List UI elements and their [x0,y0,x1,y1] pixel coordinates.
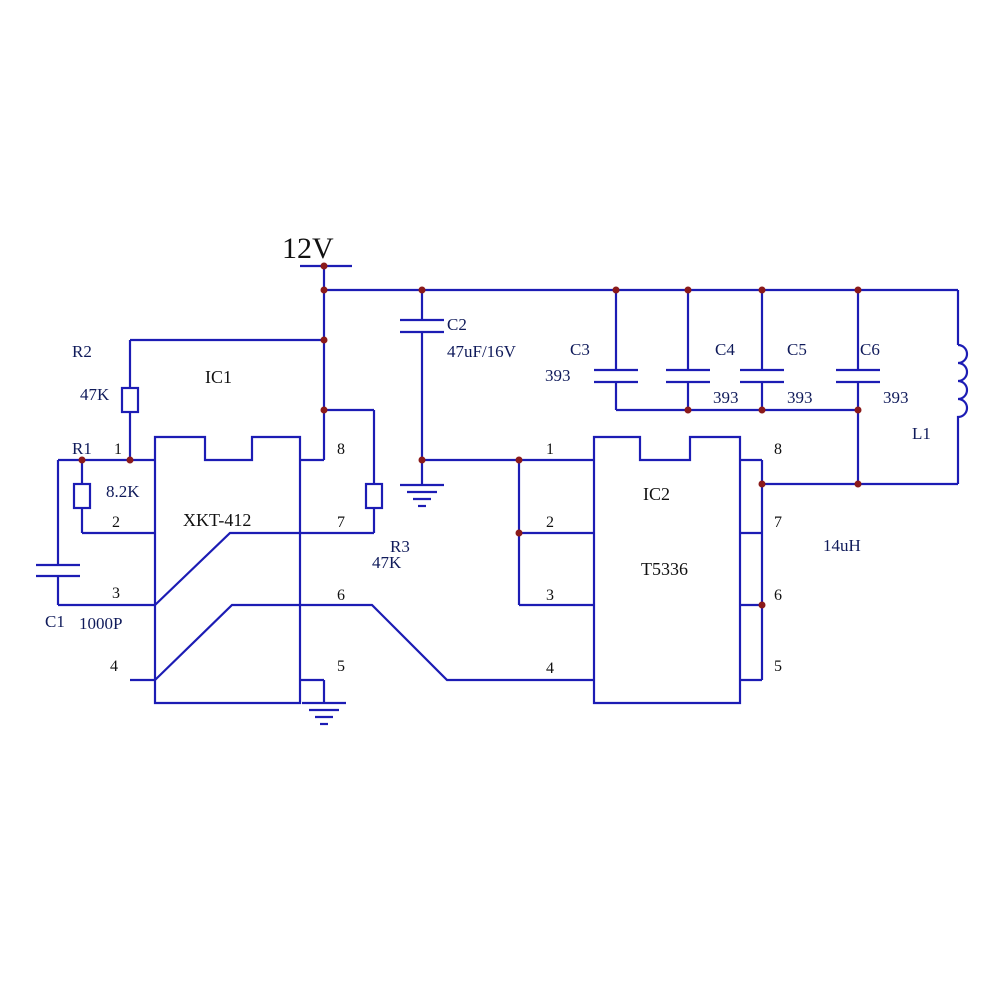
c2-capacitor [400,290,444,485]
supply-rail [300,264,960,460]
c1-value: 1000P [79,614,122,633]
ic1-pin-8: 8 [337,441,345,458]
r1-ref: R1 [72,439,92,458]
ic1-part: XKT-412 [183,510,251,530]
ic1-pin-2: 2 [112,514,120,531]
c3-ref: C3 [570,340,590,359]
ic2-name: IC2 [643,484,670,504]
c6-value: 393 [883,388,909,407]
ic1-body [153,435,302,705]
ic1-pin-1: 1 [114,441,122,458]
ic2-left-wiring [422,458,594,607]
ic1-name: IC1 [205,367,232,387]
ic1-pin-3: 3 [112,585,120,602]
ic1-pin-6: 6 [337,587,345,604]
r2-ref: R2 [72,342,92,361]
junctions [78,262,862,609]
r3-resistor [364,482,384,510]
ic2-pin-4: 4 [546,660,554,677]
c4-value: 393 [713,388,739,407]
r1-resistor [72,482,92,510]
c1-capacitor [36,563,80,578]
c5-value: 393 [787,388,813,407]
r2-value: 47K [80,385,110,404]
ic1-internal-traces [154,531,594,682]
ic2-pin-8: 8 [774,441,782,458]
r3-value: 47K [372,553,402,572]
ic2-pin-7: 7 [774,514,782,531]
ground-symbol-ic1 [302,701,346,726]
ic2-pin-1: 1 [546,441,554,458]
ic1-pin-5: 5 [337,658,345,675]
l1-ref: L1 [912,424,931,443]
ic2-pin-2: 2 [546,514,554,531]
c2-value: 47uF/16V [447,342,517,361]
c3-value: 393 [545,366,571,385]
ic1-pin-4: 4 [110,658,118,675]
r2-resistor [120,386,140,414]
ic2-body [592,435,742,705]
ic2-pin-5: 5 [774,658,782,675]
r3-ref: R3 [390,537,410,556]
c4-ref: C4 [715,340,735,359]
ic2-pin-3: 3 [546,587,554,604]
r1-value: 8.2K [106,482,140,501]
ic2-pin-6: 6 [774,587,782,604]
l1-value: 14uH [823,536,861,555]
capacitor-bank [594,290,880,484]
c2-ref: C2 [447,315,467,334]
l1-inductor [956,343,969,420]
ic1-right-wiring [300,408,376,703]
c6-ref: C6 [860,340,880,359]
ground-symbol-c2 [400,483,444,508]
ic2-part: T5336 [641,559,688,579]
ic1-pin-7: 7 [337,514,345,531]
c5-ref: C5 [787,340,807,359]
supply-label: 12V [282,232,334,265]
ic1-left-wiring [56,338,324,682]
c1-ref: C1 [45,612,65,631]
